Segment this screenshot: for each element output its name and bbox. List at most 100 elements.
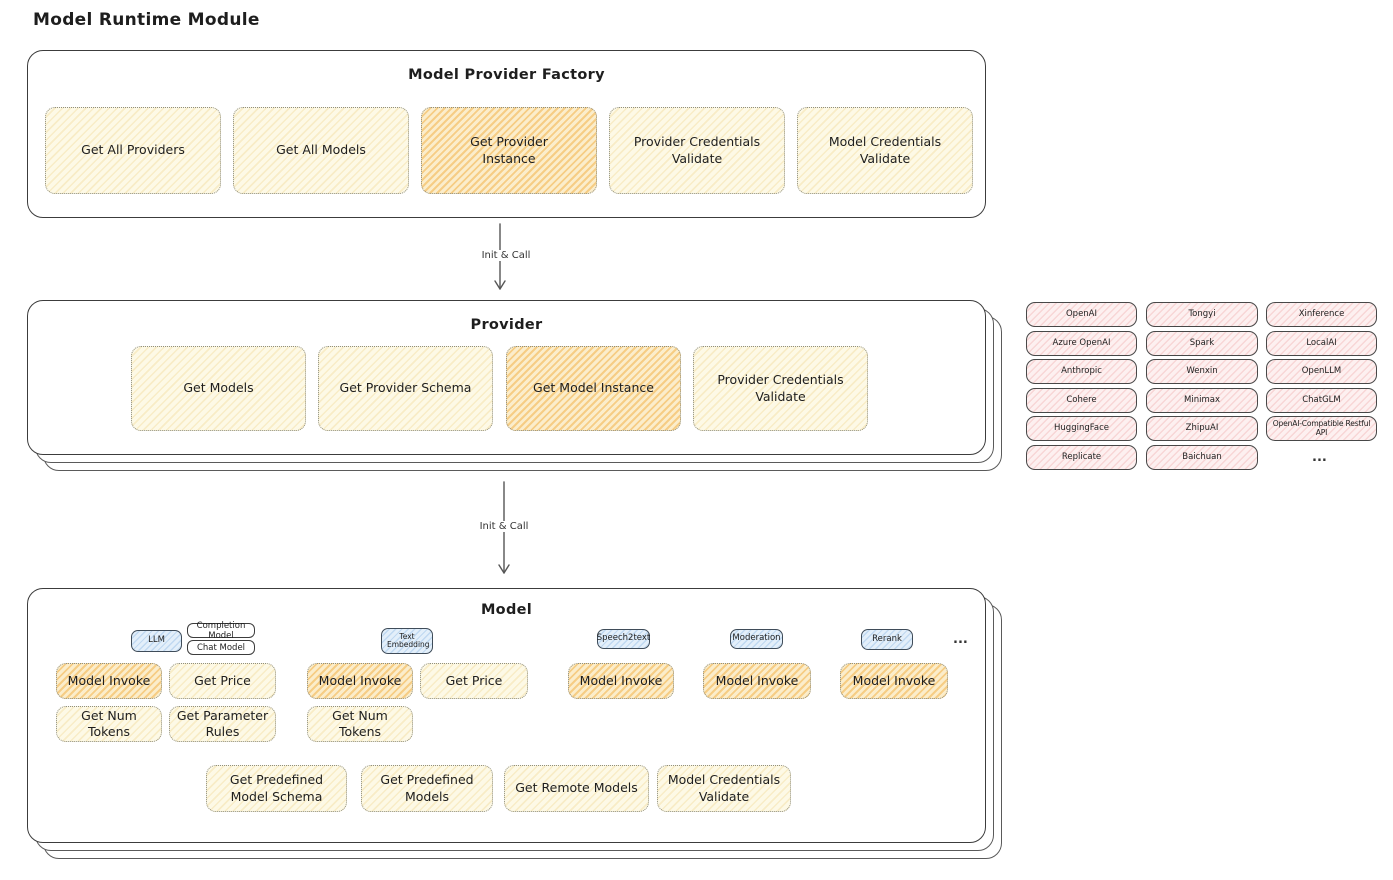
chip-anthropic: Anthropic [1026,359,1137,384]
chip-openllm: OpenLLM [1266,359,1377,384]
tab-chat-model: Chat Model [187,640,255,655]
node-llm-get-price: Get Price [169,663,276,699]
node-get-provider-instance: Get Provider Instance [421,107,597,194]
tab-moderation-label: Moderation [732,633,781,644]
node-llm-get-parameter-rules: Get Parameter Rules [169,706,276,742]
node-get-models-label: Get Models [183,380,254,396]
node-llm-get-price-label: Get Price [194,672,251,688]
node-get-predefined-model-schema: Get Predefined Model Schema [206,765,347,812]
node-model-credentials-validate-model-label: Model Credentials Validate [667,772,781,804]
chip-cohere-label: Cohere [1066,394,1097,405]
chip-openai-label: OpenAI [1065,308,1098,319]
tab-rerank-label: Rerank [872,633,902,644]
chip-localai-label: LocalAI [1306,337,1337,348]
node-model-credentials-validate-factory-label: Model Credentials Validate [828,134,942,166]
model-provider-factory-container: Model Provider Factory Get All Providers… [27,50,986,218]
chip-tongyi: Tongyi [1146,302,1258,327]
node-get-all-models-label: Get All Models [276,142,366,158]
node-get-model-instance: Get Model Instance [506,346,681,431]
node-get-predefined-models: Get Predefined Models [361,765,493,812]
tab-moderation: Moderation [730,629,783,649]
node-provider-credentials-validate-factory: Provider Credentials Validate [609,107,785,194]
chip-azure-openai-label: Azure OpenAI [1052,337,1111,348]
chip-anthropic-label: Anthropic [1061,365,1102,376]
node-get-remote-models-label: Get Remote Models [515,780,638,796]
node-moderation-model-invoke-label: Model Invoke [715,672,799,688]
chip-openai-compatible-restful-api: OpenAI-Compatible Restful API [1266,416,1377,441]
node-llm-get-num-tokens: Get Num Tokens [56,706,162,742]
chip-wenxin: Wenxin [1146,359,1258,384]
node-get-predefined-models-label: Get Predefined Models [380,772,474,804]
chip-huggingface-label: HuggingFace [1054,422,1109,433]
node-speech2text-model-invoke-label: Model Invoke [579,672,663,688]
node-provider-credentials-validate-provider: Provider Credentials Validate [693,346,868,431]
node-model-credentials-validate-factory: Model Credentials Validate [797,107,973,194]
node-llm-get-num-tokens-label: Get Num Tokens [81,707,137,739]
model-title: Model [480,602,533,618]
node-get-remote-models: Get Remote Models [504,765,649,812]
chip-chatglm-label: ChatGLM [1302,394,1341,405]
tab-llm: LLM [131,630,182,652]
tab-completion-model: Completion Model [187,620,255,641]
model-provider-factory-title: Model Provider Factory [408,67,605,83]
node-speech2text-model-invoke: Model Invoke [568,663,674,699]
node-rerank-model-invoke-label: Model Invoke [852,672,936,688]
chip-openai: OpenAI [1026,302,1137,327]
node-provider-credentials-validate-provider-label: Provider Credentials Validate [717,372,844,404]
chip-huggingface: HuggingFace [1026,416,1137,441]
node-get-predefined-model-schema-label: Get Predefined Model Schema [229,772,324,804]
chip-baichuan-label: Baichuan [1182,451,1222,462]
arrow-label-init-call-2: Init & Call [475,521,533,532]
chip-openai-compatible-restful-api-label: OpenAI-Compatible Restful API [1272,419,1371,437]
node-embedding-model-invoke-label: Model Invoke [318,672,402,688]
node-llm-get-parameter-rules-label: Get Parameter Rules [176,707,269,739]
chip-minimax: Minimax [1146,388,1258,413]
node-rerank-model-invoke: Model Invoke [840,663,948,699]
node-get-models: Get Models [131,346,306,431]
chip-localai: LocalAI [1266,331,1377,356]
node-model-credentials-validate-model: Model Credentials Validate [657,765,791,812]
node-get-all-providers-label: Get All Providers [81,142,185,158]
model-types-ellipsis: ... [953,632,968,647]
tab-text-embedding-label: Text Embedding [387,631,430,649]
provider-container: Provider Get Models Get Provider Schema … [27,300,986,455]
chip-spark-label: Spark [1189,337,1215,348]
tab-text-embedding: Text Embedding [381,628,433,654]
node-embedding-get-num-tokens-label: Get Num Tokens [332,707,388,739]
chip-baichuan: Baichuan [1146,445,1258,470]
chip-minimax-label: Minimax [1184,394,1220,405]
chip-cohere: Cohere [1026,388,1137,413]
chip-spark: Spark [1146,331,1258,356]
chip-azure-openai: Azure OpenAI [1026,331,1137,356]
model-container: Model LLM Completion Model Chat Model Te… [27,588,986,843]
chip-xinference-label: Xinference [1298,308,1345,319]
node-provider-credentials-validate-factory-label: Provider Credentials Validate [633,134,761,166]
tab-speech2text-label: Speech2text [596,633,651,644]
provider-title: Provider [470,317,543,333]
provider-list-ellipsis: ... [1312,450,1327,465]
tab-llm-label: LLM [148,635,165,646]
tab-chat-model-label: Chat Model [196,642,246,653]
node-embedding-get-num-tokens: Get Num Tokens [307,706,413,742]
node-get-provider-instance-label: Get Provider Instance [470,134,548,166]
node-get-model-instance-label: Get Model Instance [533,380,654,396]
page-title: Model Runtime Module [33,10,260,30]
node-get-all-providers: Get All Providers [45,107,221,194]
node-embedding-model-invoke: Model Invoke [307,663,413,699]
tab-rerank: Rerank [861,629,913,650]
chip-zhipuai: ZhipuAI [1146,416,1258,441]
arrow-label-init-call-1: Init & Call [477,250,535,261]
chip-tongyi-label: Tongyi [1188,308,1216,319]
chip-chatglm: ChatGLM [1266,388,1377,413]
node-llm-model-invoke-label: Model Invoke [67,672,151,688]
node-embedding-get-price-label: Get Price [445,672,503,688]
node-get-provider-schema-label: Get Provider Schema [339,380,472,396]
chip-zhipuai-label: ZhipuAI [1185,422,1219,433]
node-llm-model-invoke: Model Invoke [56,663,162,699]
tab-completion-model-label: Completion Model [196,620,246,641]
chip-xinference: Xinference [1266,302,1377,327]
chip-openllm-label: OpenLLM [1301,365,1342,376]
node-get-all-models: Get All Models [233,107,409,194]
tab-speech2text: Speech2text [597,629,650,649]
